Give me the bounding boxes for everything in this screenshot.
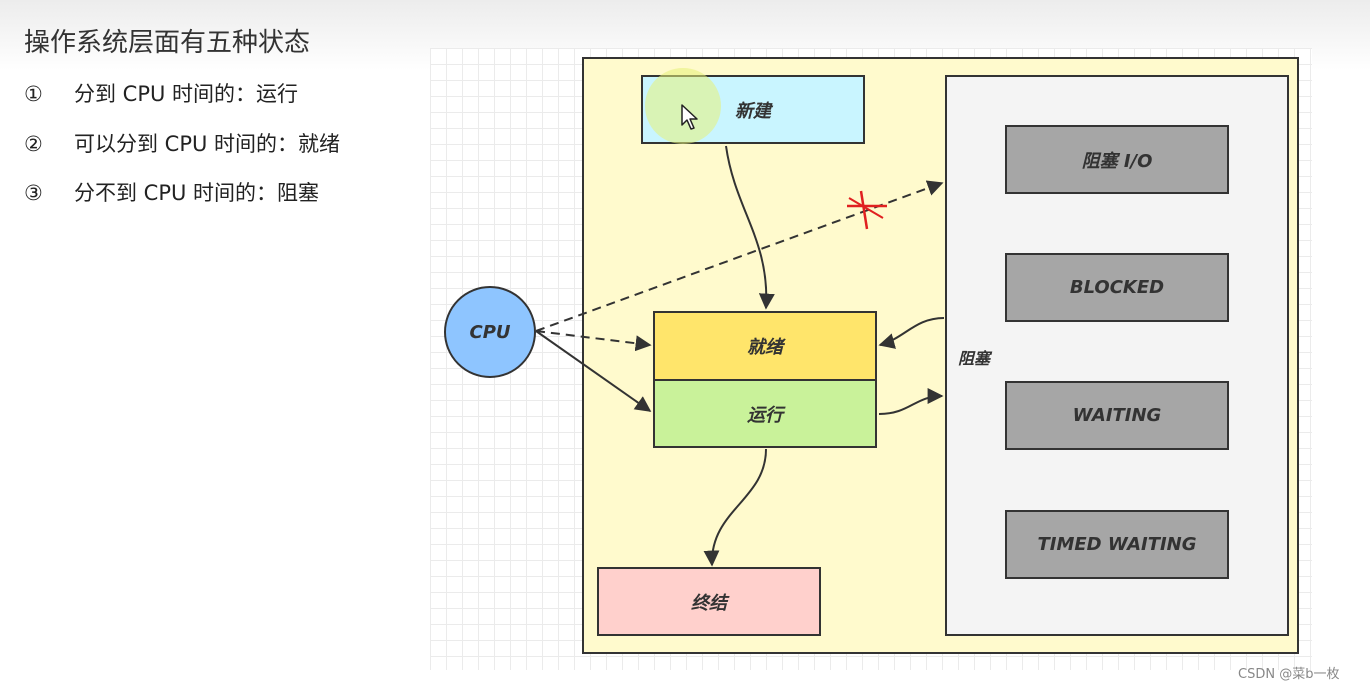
bullet-marker: ① <box>24 82 43 106</box>
bullet-text: 分不到 CPU 时间的：阻塞 <box>74 181 320 205</box>
state-timed-waiting: TIMED WAITING <box>1005 510 1229 579</box>
state-waiting: WAITING <box>1005 381 1229 450</box>
state-blocked-io: 阻塞 I/O <box>1005 125 1229 194</box>
state-terminated: 终结 <box>597 567 821 636</box>
bullet-blocked: ③ 分不到 CPU 时间的：阻塞 <box>24 177 319 207</box>
state-ready: 就绪 <box>653 311 877 381</box>
bullet-text: 分到 CPU 时间的：运行 <box>74 82 299 106</box>
bullet-running: ① 分到 CPU 时间的：运行 <box>24 78 298 108</box>
state-running: 运行 <box>653 379 877 448</box>
cpu-node: CPU <box>444 286 536 378</box>
state-blocked: BLOCKED <box>1005 253 1229 322</box>
watermark: CSDN @菜b一枚 <box>1238 667 1340 682</box>
bullet-text: 可以分到 CPU 时间的：就绪 <box>74 132 341 156</box>
bullet-ready: ② 可以分到 CPU 时间的：就绪 <box>24 128 340 158</box>
mouse-pointer-icon <box>681 104 698 130</box>
blocked-group-label: 阻塞 <box>958 349 991 368</box>
slide-title: 操作系统层面有五种状态 <box>24 28 311 58</box>
bullet-marker: ② <box>24 132 43 156</box>
bullet-marker: ③ <box>24 181 43 205</box>
